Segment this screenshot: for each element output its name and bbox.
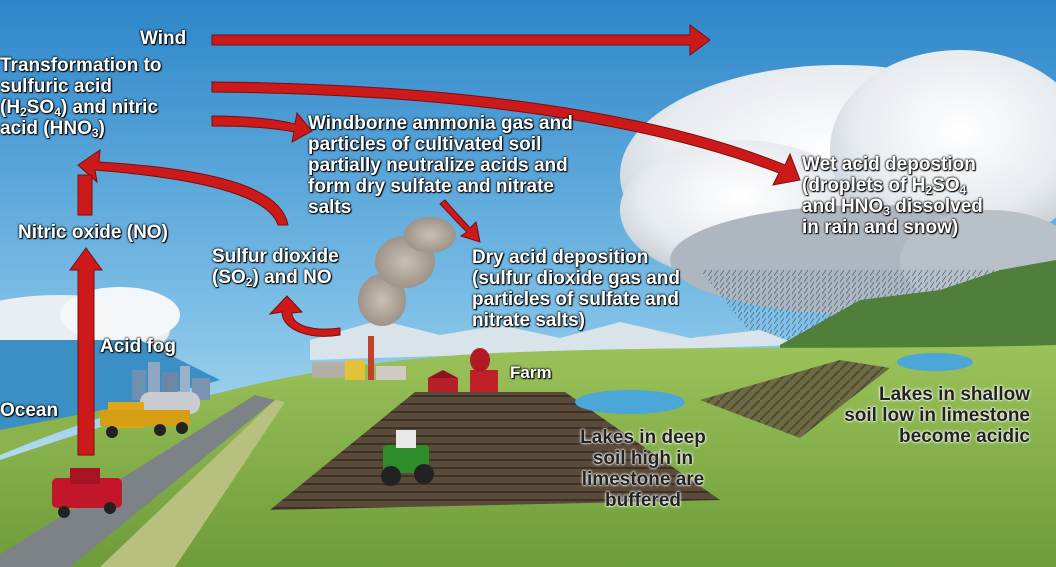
dry-deposition-label: Dry acid deposition (sulfur dioxide gas … (472, 247, 680, 331)
lake-shallow-soil (897, 353, 973, 371)
no-upper-arrow (78, 175, 92, 215)
farm-label: Farm (510, 362, 552, 383)
nitric-oxide-label: Nitric oxide (NO) (18, 222, 168, 243)
lake-deep-soil (575, 390, 685, 414)
ocean-label: Ocean (0, 400, 58, 421)
lakes-deep-soil-label: Lakes in deep soil high in limestone are… (562, 427, 724, 511)
windborne-ammonia-label: Windborne ammonia gas and particles of c… (308, 113, 573, 218)
sulfur-dioxide-label: Sulfur dioxide (SO2) and NO (212, 246, 339, 288)
wet-deposition-label: Wet acid depostion (droplets of H2SO4 an… (802, 154, 983, 238)
acid-fog-label: Acid fog (100, 336, 176, 357)
wind-label: Wind (140, 28, 186, 49)
transformation-label: Transformation to sulfuric acid (H2SO4) … (0, 55, 162, 139)
lakes-shallow-soil-label: Lakes in shallow soil low in limestone b… (790, 384, 1030, 447)
